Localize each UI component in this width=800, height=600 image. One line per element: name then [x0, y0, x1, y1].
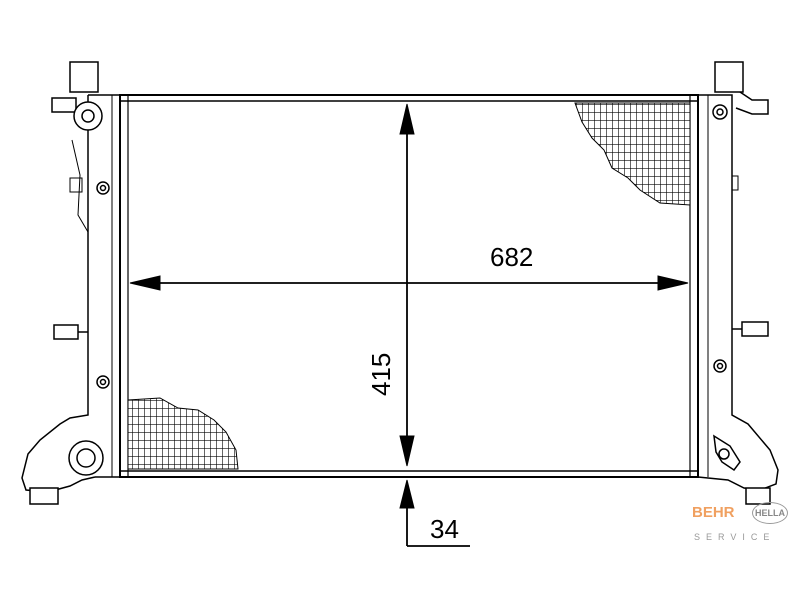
left-tank	[21, 61, 121, 505]
behr-hella-service-logo: BEHR HELLA SERVICE	[692, 500, 796, 548]
height-dimension-label: 415	[366, 353, 396, 396]
fin-hatching-bottom-left	[127, 397, 239, 470]
height-dimension	[399, 103, 415, 467]
width-dimension-label: 682	[490, 242, 533, 272]
hella-oval-logo: HELLA	[752, 502, 788, 524]
right-tank	[697, 61, 779, 505]
behr-wordmark: BEHR	[692, 504, 735, 521]
service-wordmark: SERVICE	[694, 532, 776, 542]
depth-dimension-label: 34	[430, 514, 459, 544]
depth-dimension	[399, 479, 470, 547]
width-dimension	[129, 275, 689, 291]
fin-hatching-top-right	[574, 102, 691, 206]
